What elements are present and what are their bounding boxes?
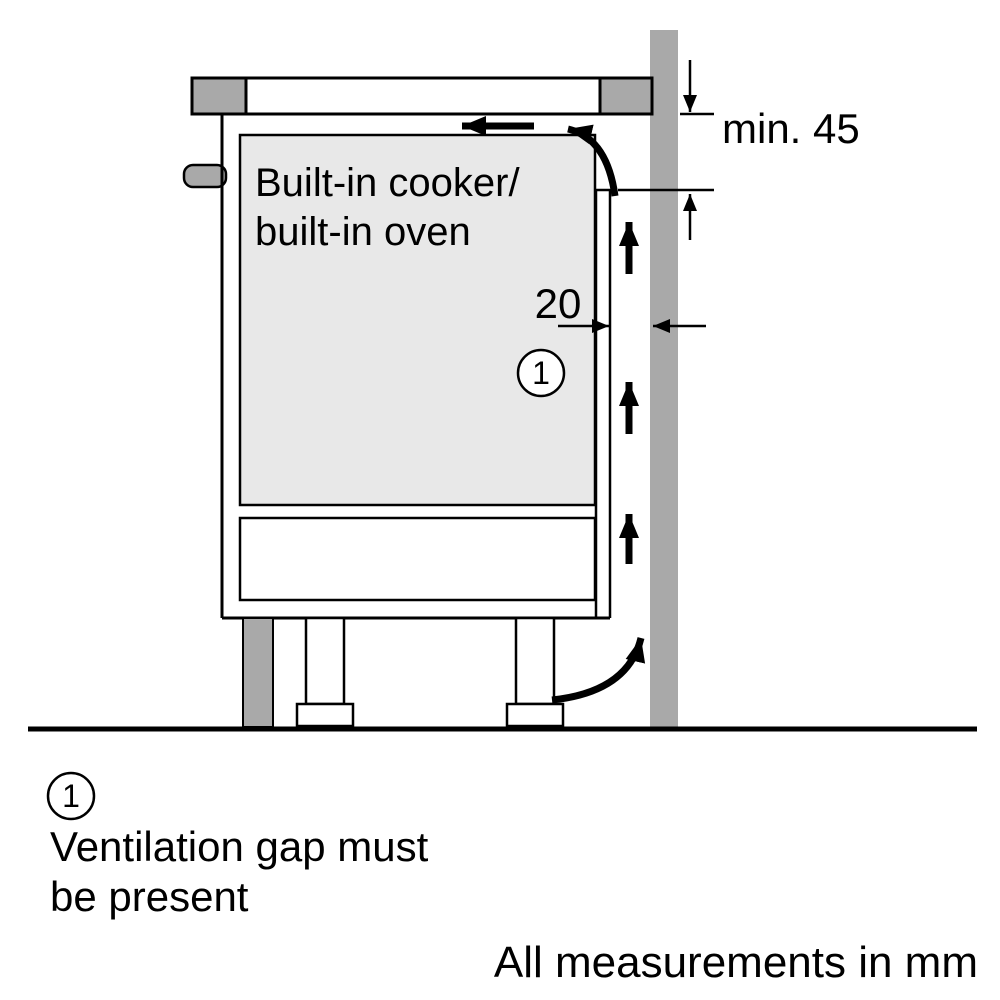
worktop-front-edge <box>190 76 248 116</box>
callout-1-number: 1 <box>532 355 550 391</box>
legend-note-line1: Ventilation gap must <box>50 823 429 870</box>
oven-compartment <box>238 133 597 507</box>
drawer <box>238 516 597 602</box>
plinth-panel <box>242 617 274 728</box>
appliance-label-line1: Built-in cooker/ <box>255 161 520 205</box>
callout-1-circle <box>516 348 566 398</box>
appliance-label-line2: built-in oven <box>255 210 471 254</box>
leg-right <box>514 616 556 706</box>
airflow-arrow-bottom-curve-icon <box>551 637 646 704</box>
legend-callout-circle <box>46 771 96 821</box>
wall <box>650 30 678 729</box>
legend-note-line2: be present <box>50 873 249 920</box>
clearance-dimension-label: min. 45 <box>722 105 860 152</box>
units-note: All measurements in mm <box>494 938 978 987</box>
legend-callout-number: 1 <box>62 778 80 814</box>
leg-left-foot <box>295 702 355 728</box>
leg-right-foot <box>505 702 565 728</box>
hob-panel <box>244 76 602 116</box>
oven-handle-icon <box>182 163 228 189</box>
gap-dimension-label: 20 <box>535 280 582 327</box>
airflow-arrow-top-curve-icon <box>567 124 619 197</box>
leg-left <box>304 616 346 706</box>
cabinet-back-panel <box>594 188 612 618</box>
worktop-back-edge <box>598 76 654 116</box>
